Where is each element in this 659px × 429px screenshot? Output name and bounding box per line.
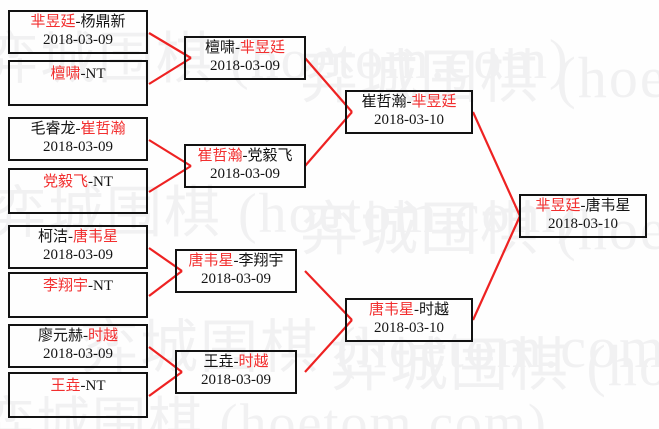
match-date: 2018-03-10 [374,319,444,336]
player-left: 檀啸 [204,40,235,56]
match-title: 党毅飞-NT [10,174,146,191]
match-title: 檀啸-NT [10,66,146,83]
match-title: 唐韦星-李翔宇 [177,253,295,270]
player-right: NT [85,378,106,394]
match-box-r1m3[interactable]: 毛睿龙-崔哲瀚 2018-03-09 [8,117,148,161]
player-left: 王垚 [203,354,234,370]
match-date: 2018-03-09 [201,270,271,287]
separator: - [80,66,86,82]
match-box-r1m8[interactable]: 王垚-NT [8,372,148,418]
match-title: 廖元赫-时越 [10,328,146,345]
match-box-r2m4[interactable]: 王垚-时越 2018-03-09 [175,350,297,394]
connector-line [471,215,522,321]
player-left: 党毅飞 [42,174,88,190]
player-right: 时越 [238,354,269,370]
separator: - [80,378,86,394]
match-box-r3m2[interactable]: 唐韦星-时越 2018-03-10 [345,298,473,342]
player-left: 柯洁 [37,229,68,245]
player-left: 廖元赫 [37,328,83,344]
separator: - [580,198,586,214]
match-box-r1m5[interactable]: 柯洁-唐韦星 2018-03-09 [8,225,148,269]
match-box-final[interactable]: 芈昱廷-唐韦星 2018-03-10 [519,194,647,238]
match-box-r3m1[interactable]: 崔哲瀚-芈昱廷 2018-03-10 [345,90,473,134]
player-right: 唐韦星 [585,198,631,214]
match-date: 2018-03-09 [210,57,280,74]
player-right: 杨鼎新 [80,14,126,30]
player-right: NT [93,174,113,190]
match-title: 崔哲瀚-党毅飞 [186,148,304,165]
separator: - [68,229,73,245]
match-title: 崔哲瀚-芈昱廷 [347,94,471,111]
separator: - [75,14,81,30]
match-date: 2018-03-09 [201,371,271,388]
match-title: 王垚-NT [10,378,146,395]
separator: - [233,354,239,370]
player-left: 唐韦星 [368,302,414,318]
separator: - [88,278,93,294]
match-date: 2018-03-10 [374,111,444,128]
player-right: 时越 [88,328,119,344]
separator: - [233,253,239,269]
separator: - [75,121,81,137]
match-title: 芈昱廷-杨鼎新 [10,14,146,31]
match-title: 王垚-时越 [177,354,295,371]
player-right: 芈昱廷 [240,40,286,56]
match-title: 唐韦星-时越 [347,302,471,319]
player-left: 檀啸 [50,66,81,82]
separator: - [242,148,248,164]
match-title: 檀啸-芈昱廷 [186,40,304,57]
match-title: 柯洁-唐韦星 [10,229,146,246]
match-date: 2018-03-09 [210,165,280,182]
player-left: 芈昱廷 [30,14,76,30]
match-box-r1m2[interactable]: 檀啸-NT [8,60,148,106]
player-left: 毛睿龙 [30,121,76,137]
match-box-r1m4[interactable]: 党毅飞-NT [8,168,148,214]
match-box-r1m6[interactable]: 李翔宇-NT [8,272,148,318]
player-left: 王垚 [50,378,81,394]
match-box-r2m3[interactable]: 唐韦星-李翔宇 2018-03-09 [175,249,297,293]
player-left: 崔哲瀚 [361,94,407,110]
player-right: NT [85,66,106,82]
match-box-r2m1[interactable]: 檀啸-芈昱廷 2018-03-09 [184,36,306,80]
match-box-r1m7[interactable]: 廖元赫-时越 2018-03-09 [8,324,148,368]
separator: - [406,94,412,110]
match-title: 毛睿龙-崔哲瀚 [10,121,146,138]
match-date: 2018-03-10 [548,215,618,232]
player-left: 李翔宇 [42,278,88,294]
player-left: 芈昱廷 [535,198,581,214]
match-date: 2018-03-09 [43,31,113,48]
player-left: 唐韦星 [188,253,234,269]
separator: - [235,40,240,56]
separator: - [83,328,88,344]
separator: - [88,174,93,190]
player-left: 崔哲瀚 [197,148,243,164]
match-date: 2018-03-09 [43,138,113,155]
match-box-r2m2[interactable]: 崔哲瀚-党毅飞 2018-03-09 [184,144,306,188]
match-date: 2018-03-09 [43,345,113,362]
connector-line [471,111,522,217]
match-title: 芈昱廷-唐韦星 [521,198,645,215]
player-right: 芈昱廷 [411,94,457,110]
player-right: NT [93,278,113,294]
player-right: 时越 [419,302,450,318]
match-title: 李翔宇-NT [10,278,146,295]
separator: - [414,302,419,318]
player-right: 党毅飞 [247,148,293,164]
player-right: 李翔宇 [238,253,284,269]
player-right: 唐韦星 [73,229,119,245]
match-date: 2018-03-09 [43,246,113,263]
player-right: 崔哲瀚 [80,121,126,137]
match-box-r1m1[interactable]: 芈昱廷-杨鼎新 2018-03-09 [8,10,148,54]
